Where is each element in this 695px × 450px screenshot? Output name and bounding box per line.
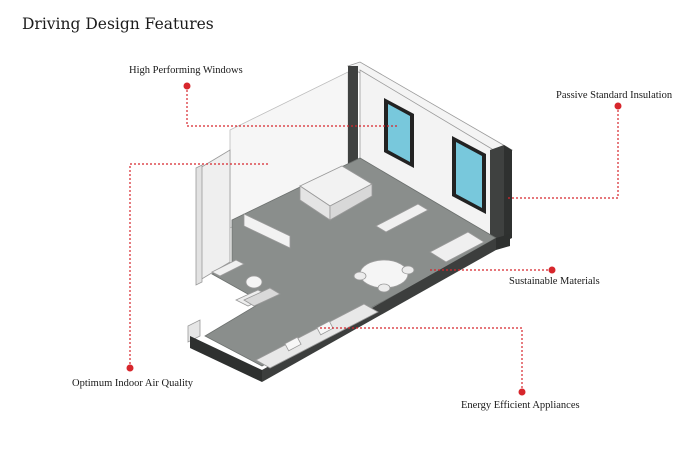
page-title: Driving Design Features <box>22 15 214 33</box>
window-left <box>384 98 414 168</box>
wall-edge-right <box>504 145 512 242</box>
window-right <box>452 136 486 214</box>
wall-column-right <box>490 145 504 248</box>
sofa <box>243 213 291 249</box>
dot-insulation <box>614 102 622 110</box>
furniture <box>211 165 485 369</box>
dot-appliances <box>518 388 526 396</box>
label-sustainable-materials: Sustainable Materials <box>509 276 600 287</box>
leader-appliances <box>318 327 523 392</box>
label-high-performing-windows: High Performing Windows <box>129 65 243 76</box>
label-energy-efficient-appliances: Energy Efficient Appliances <box>461 400 580 411</box>
wall-column-left <box>348 66 358 164</box>
leader-air <box>129 163 270 368</box>
toilet <box>245 275 263 289</box>
label-passive-standard-insulation: Passive Standard Insulation <box>556 90 673 101</box>
dot-materials <box>548 266 556 274</box>
leader-windows <box>186 86 398 127</box>
entry-mat <box>243 287 281 307</box>
callout-leaders <box>129 86 619 392</box>
label-optimum-indoor-air-quality: Optimum Indoor Air Quality <box>72 378 194 389</box>
leader-insulation <box>508 106 619 199</box>
callout-dots <box>126 82 622 396</box>
dot-windows <box>183 82 191 90</box>
desk <box>375 203 429 233</box>
bath-vanity <box>211 259 245 277</box>
cabinet <box>429 231 485 263</box>
dot-air <box>126 364 134 372</box>
